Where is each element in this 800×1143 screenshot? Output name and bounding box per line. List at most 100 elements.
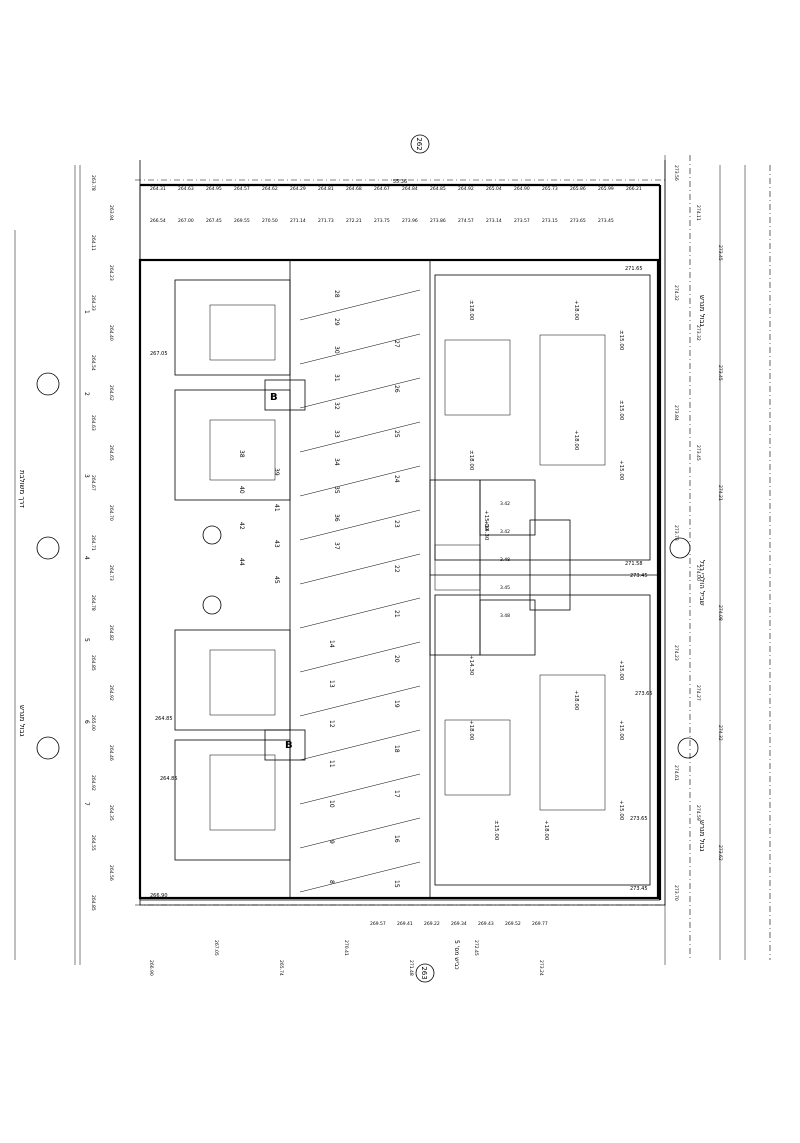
elevation-right: 274.00 [695, 565, 701, 581]
elevation-top: 273.65 [570, 218, 586, 224]
parking-number: 8 [328, 880, 335, 884]
elevation-bottom: 269.52 [505, 921, 521, 927]
parking-number: 14 [328, 640, 335, 648]
parking-stall-line [299, 597, 421, 629]
elevation-left: 264.40 [108, 325, 114, 341]
elevation-bottom: 266.90 [148, 960, 154, 976]
right-wing-units [434, 274, 651, 886]
elevation-left: 264.55 [90, 835, 96, 851]
parking-stall-line [299, 289, 421, 321]
elevation-top: 273.75 [374, 218, 390, 224]
building-level: +15.00 [618, 800, 624, 821]
building-level: +18.00 [573, 430, 579, 451]
elevation-top: 273.86 [430, 218, 446, 224]
elevation-bottom: 273.24 [538, 960, 544, 976]
elevation-right: 273.32 [695, 325, 701, 341]
elevation-top: 271.73 [318, 218, 334, 224]
core-level-mark: 3.48 [500, 613, 510, 619]
elevation-left: 263.78 [90, 175, 96, 191]
side-levels: 267.05266.90264.85264.85271.65271.58273.… [150, 266, 653, 899]
parking-stall-line [299, 333, 421, 365]
site-label-bottom: כביש מס' 5 [453, 940, 460, 970]
core-level-mark: 3.42 [500, 529, 510, 535]
building-level: +14.30 [483, 520, 489, 541]
building-level: ±15.00 [618, 400, 624, 421]
elevation-right: 273.45 [695, 445, 701, 461]
elevation-top: 264.95 [206, 186, 222, 192]
elevation-left: 264.85 [90, 655, 96, 671]
elevation-bottom: 271.48 [408, 960, 414, 976]
parking-number: 19 [393, 700, 400, 708]
top-dimension: 55.36 [393, 179, 407, 185]
parking-number: 17 [393, 790, 400, 798]
elevation-left: 264.63 [90, 415, 96, 431]
elevation-top: 266.54 [150, 218, 166, 224]
side-level-right: 273.45 [630, 886, 648, 892]
elevation-top: 264.85 [430, 186, 446, 192]
elevation-top: 265.99 [598, 186, 614, 192]
elevation-right: 274.61 [673, 765, 679, 781]
building-level: +18.00 [573, 300, 579, 321]
building-level: +18.00 [543, 820, 549, 841]
parking-number: 44 [238, 558, 245, 566]
parking-number: 16 [393, 835, 400, 843]
core-level-mark: 3.48 [500, 557, 510, 563]
elevation-bottom: 269.43 [478, 921, 494, 927]
parking-stall-line [299, 773, 421, 805]
parking-number: 34 [333, 458, 340, 466]
elevation-right: 273.62 [717, 845, 723, 861]
side-level-left: 264.85 [155, 716, 173, 722]
side-level-right: 271.65 [625, 266, 643, 272]
elevation-left: 264.62 [108, 385, 114, 401]
core-level-mark: 3.45 [500, 585, 510, 591]
parking-number: 25 [393, 430, 400, 438]
core-level-mark: 3.42 [500, 501, 510, 507]
parking-stall-line [299, 817, 421, 849]
parking-number: 21 [393, 610, 400, 618]
building-footprint [138, 258, 660, 900]
block-label-lower: B [285, 740, 293, 751]
parking-number: 23 [393, 520, 400, 528]
elevation-top: 264.67 [374, 186, 390, 192]
elevation-top: 274.57 [458, 218, 474, 224]
elevation-top: 264.81 [318, 186, 334, 192]
side-level-right: 273.65 [635, 691, 653, 697]
site-label-right-2: שביל הולכי רגל [698, 560, 706, 606]
elevation-left: 264.92 [90, 775, 96, 791]
elevation-left: 264.92 [108, 685, 114, 701]
elevation-bottom: 269.77 [532, 921, 548, 927]
parking-number: 26 [393, 385, 400, 393]
elevation-right: 273.56 [673, 165, 679, 181]
elevation-top: 273.15 [542, 218, 558, 224]
side-level-right: 273.65 [630, 816, 648, 822]
parking-lines [299, 289, 421, 893]
elevation-right: 273.45 [717, 365, 723, 381]
elevation-right: 274.32 [717, 725, 723, 741]
elevation-top: 270.50 [262, 218, 278, 224]
elevation-left: 265.00 [90, 715, 96, 731]
parking-number: 43 [273, 540, 280, 548]
elevation-top: 273.57 [514, 218, 530, 224]
trees [36, 372, 699, 760]
central-core [429, 479, 571, 656]
plot-marker-bottom-label: 263 [420, 966, 428, 979]
elevation-left: 264.33 [90, 295, 96, 311]
elevation-top: 264.90 [514, 186, 530, 192]
elevation-top: 264.62 [262, 186, 278, 192]
elevation-bottom: 269.57 [370, 921, 386, 927]
parking-number: 3 [83, 474, 90, 478]
parking-number: 7 [83, 802, 90, 806]
parking-labels: 1234567891011121314151617181920212223242… [83, 290, 400, 888]
elevation-left: 264.71 [90, 535, 96, 551]
building-level: +18.00 [468, 720, 474, 741]
building-level: ±18.00 [468, 450, 474, 471]
elevation-top: 273.96 [402, 218, 418, 224]
block-label-upper: B [270, 392, 278, 403]
elevation-bottom: 269.41 [397, 921, 413, 927]
elevations-left: 263.78263.94264.11264.23264.33264.40264.… [90, 175, 114, 911]
parking-number: 38 [238, 450, 245, 458]
site-label-left-2: גבול מגרש [18, 705, 26, 737]
elevation-right: 274.59 [695, 805, 701, 821]
